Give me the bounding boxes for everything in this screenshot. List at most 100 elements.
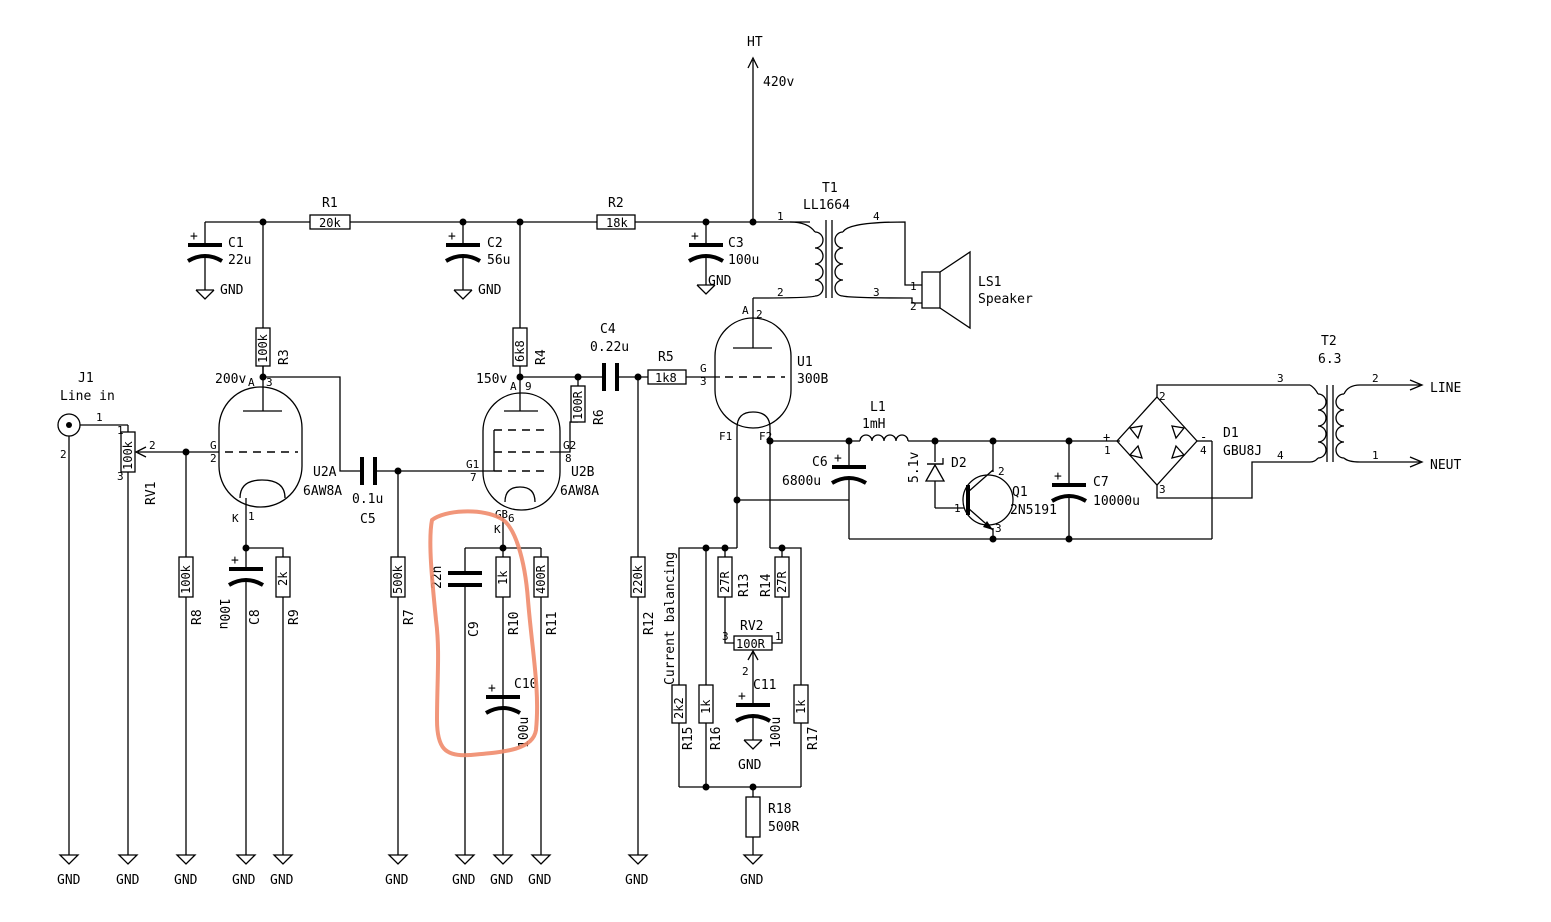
ground-symbol-r18: GND bbox=[740, 854, 764, 888]
ground-symbol-r12: GND bbox=[625, 854, 649, 888]
r5-ref: R5 bbox=[658, 350, 674, 365]
rv1-pin2: 2 bbox=[149, 439, 156, 452]
t2-ref: T2 bbox=[1321, 334, 1337, 349]
c7-plus: + bbox=[1054, 469, 1062, 484]
r5-value: 1k8 bbox=[655, 371, 677, 385]
rv2-pin1: 1 bbox=[775, 630, 782, 643]
c4-value: 0.22u bbox=[590, 340, 629, 355]
r16-value: 1k bbox=[699, 699, 713, 714]
speaker-ls1: 1 2 LS1 Speaker bbox=[910, 250, 1033, 330]
filament-supply: L1 1mH + C6 6800u D2 5.1v 2 1 3 Q1 2N5 bbox=[782, 400, 1213, 543]
capacitor-c2: + C2 56u GND bbox=[444, 222, 510, 300]
current-balancing-label: Current balancing bbox=[663, 552, 678, 685]
resistor-r5: 1k8 R5 bbox=[647, 350, 720, 385]
t2-pin2: 2 bbox=[1372, 372, 1379, 385]
voltage-150v: 150v bbox=[476, 372, 507, 387]
j1-ref: J1 bbox=[78, 371, 94, 386]
c10-ref: C10 bbox=[514, 677, 537, 692]
resistor-r8: 100k R8 bbox=[178, 452, 205, 855]
u2a-pin1: 1 bbox=[248, 510, 255, 523]
d1-pin1: 1 bbox=[1104, 444, 1111, 457]
gnd-label: GND bbox=[57, 873, 81, 888]
q1-value: 2N5191 bbox=[1010, 503, 1057, 518]
t1-pin3: 3 bbox=[873, 286, 880, 299]
ground-symbol-j1: GND bbox=[57, 854, 81, 888]
tube-u1: A 2 G 3 F1 F2 U1 300B bbox=[700, 298, 828, 500]
capacitor-c3: + C3 100u GND bbox=[687, 222, 759, 295]
u2b-value: 6AW8A bbox=[560, 484, 599, 499]
d1-ref: D1 bbox=[1223, 426, 1239, 441]
q1-pin3: 3 bbox=[995, 522, 1002, 535]
q1-pin1: 1 bbox=[954, 502, 961, 515]
voltage-200v: 200v bbox=[215, 372, 246, 387]
capacitor-c5: 0.1u C5 bbox=[352, 457, 468, 527]
u1-pin-g: G bbox=[700, 362, 707, 375]
u1-pin3: 3 bbox=[700, 375, 707, 388]
c7-ref: C7 bbox=[1093, 475, 1109, 490]
resistor-r7: 500k R7 bbox=[390, 471, 417, 855]
t1-pin1: 1 bbox=[777, 210, 784, 223]
junction-dot bbox=[749, 218, 757, 226]
resistor-r3: 100k R3 bbox=[255, 222, 360, 472]
ls1-pin1: 1 bbox=[910, 280, 917, 293]
r1-value: 20k bbox=[319, 216, 341, 230]
r6-value: 100R bbox=[571, 390, 585, 420]
r14-value: 27R bbox=[775, 571, 789, 593]
u2a-value: 6AW8A bbox=[303, 484, 342, 499]
tube-u2b: A 9 G2 8 G1 7 K G3 6 U2B 6AW8A 150v bbox=[466, 372, 599, 548]
u2a-pin-a: A bbox=[248, 376, 255, 389]
capacitor-c4: C4 0.22u bbox=[590, 322, 648, 391]
t2-value: 6.3 bbox=[1318, 352, 1341, 367]
gnd-label: GND bbox=[220, 283, 244, 298]
d1-value: GBU8J bbox=[1223, 444, 1262, 459]
t2-pin1: 1 bbox=[1372, 449, 1379, 462]
u1-ref: U1 bbox=[797, 355, 813, 370]
resistor-r9: 2k R9 bbox=[275, 556, 302, 855]
u1-pin-a: A bbox=[742, 304, 749, 317]
j1-name: Line in bbox=[60, 389, 115, 404]
ls1-pin2: 2 bbox=[910, 300, 917, 313]
u1-pin2: 2 bbox=[756, 308, 763, 321]
r17-ref: R17 bbox=[806, 727, 821, 750]
ground-symbol-rv1: GND bbox=[116, 854, 140, 888]
c9-ref: C9 bbox=[467, 621, 482, 637]
c1-value: 22u bbox=[228, 253, 251, 268]
rv1-pin1: 1 bbox=[117, 424, 124, 437]
rv2-value: 100R bbox=[736, 637, 766, 651]
r18-ref: R18 bbox=[768, 802, 791, 817]
highlight-annotation bbox=[428, 509, 540, 758]
d2-value: 5.1v bbox=[907, 452, 922, 483]
r7-ref: R7 bbox=[402, 609, 417, 625]
bridge-rectifier-d1: + 1 - 4 2 3 D1 GBU8J bbox=[1103, 384, 1310, 499]
r14-ref: R14 bbox=[759, 573, 774, 597]
r6-ref: R6 bbox=[592, 409, 607, 425]
r8-ref: R8 bbox=[190, 609, 205, 625]
d2-ref: D2 bbox=[951, 456, 967, 471]
t1-pin2: 2 bbox=[777, 286, 784, 299]
gnd-label: GND bbox=[174, 873, 198, 888]
transformer-t2: 3 4 2 1 T2 6.3 LINE NEUT bbox=[1277, 334, 1461, 473]
c3-plus: + bbox=[691, 229, 699, 244]
r3-ref: R3 bbox=[277, 349, 292, 365]
c6-ref: C6 bbox=[812, 455, 828, 470]
u2a-ref: U2A bbox=[313, 465, 337, 480]
r11-ref: R11 bbox=[545, 612, 560, 635]
tube-u2a: A 3 G 2 K 1 U2A 6AW8A 200v bbox=[210, 360, 342, 548]
resistor-r2: 18k R2 bbox=[596, 196, 636, 230]
c10-plus: + bbox=[488, 681, 496, 696]
c4-ref: C4 bbox=[600, 322, 616, 337]
gnd-label: GND bbox=[738, 758, 762, 773]
rv2-pin2: 2 bbox=[742, 665, 749, 678]
potentiometer-rv1: 100k 1 2 3 RV1 bbox=[117, 424, 219, 855]
ht-voltage: 420v bbox=[763, 75, 794, 90]
ground-symbol-c8: GND bbox=[232, 854, 257, 888]
u2b-pin-a: A bbox=[510, 380, 517, 393]
u2b-pin-g1: G1 bbox=[466, 458, 479, 471]
u2b-pin8: 8 bbox=[565, 452, 572, 465]
r3-value: 100k bbox=[256, 333, 270, 363]
resistor-r12: 220k R12 bbox=[630, 377, 657, 855]
c8-value: 100u bbox=[216, 598, 231, 629]
d1-plus: + bbox=[1103, 430, 1110, 444]
gnd-label: GND bbox=[528, 873, 552, 888]
